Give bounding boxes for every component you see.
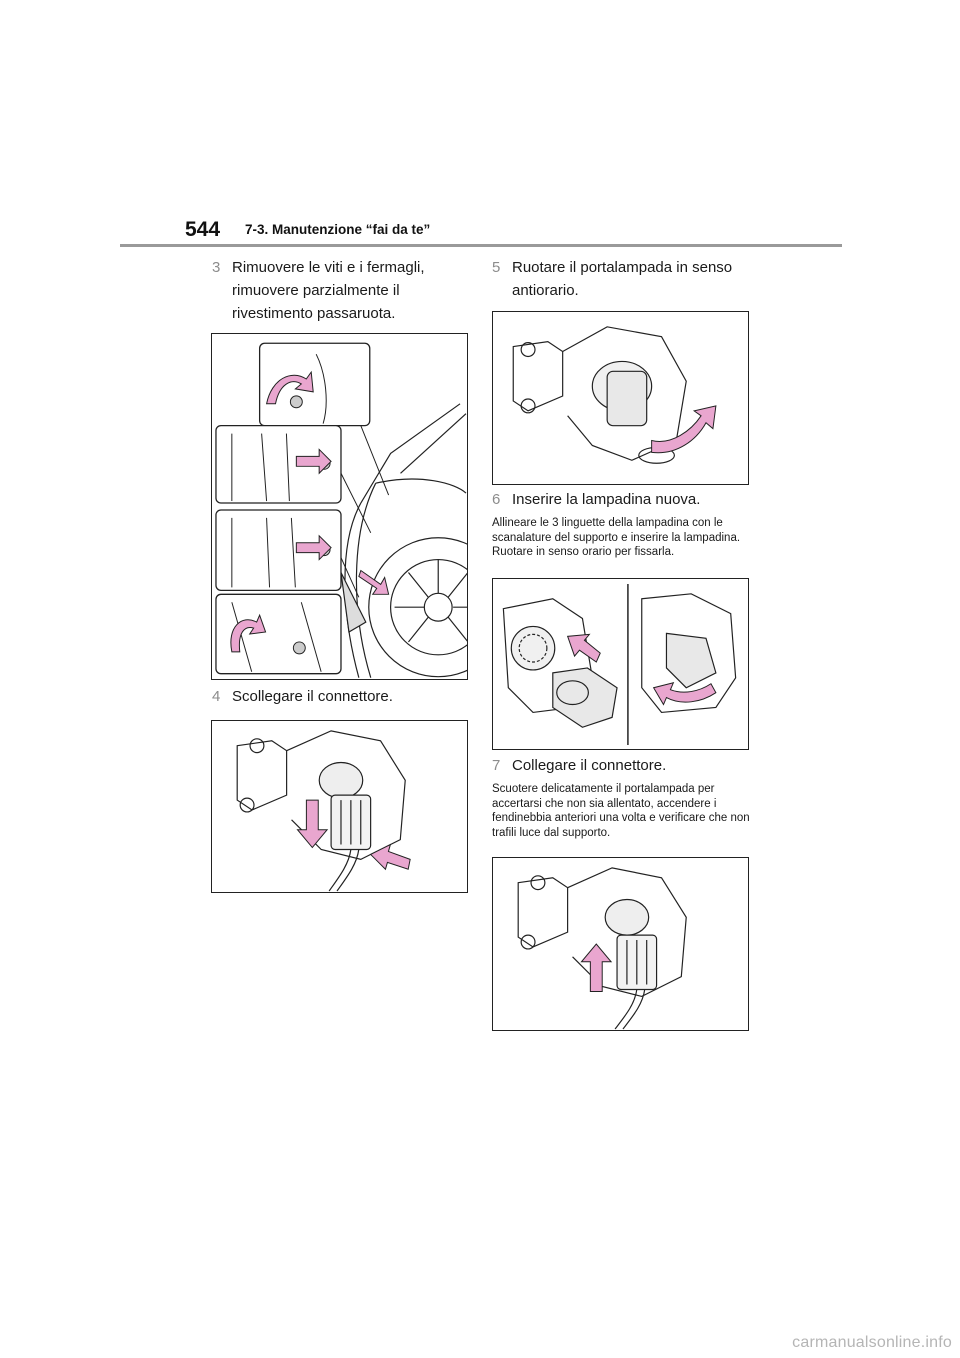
step-text: Rimuovere le viti e i fermagli, rimuover… [232, 259, 425, 322]
step-text: Ruotare il portalampada in senso antiora… [512, 259, 733, 299]
step-6: 6 Inserire la lampadina nuova. [492, 488, 742, 511]
step-number: 5 [492, 259, 501, 276]
step-number: 3 [212, 259, 221, 276]
figure-disconnect-connector [211, 720, 468, 893]
watermark: carmanualsonline.info [792, 1334, 952, 1351]
step-7: 7 Collegare il connettore. [492, 754, 742, 777]
page-number: 544 [185, 218, 221, 241]
step-number: 6 [492, 491, 501, 508]
step-4: 4 Scollegare il connettore. [212, 685, 474, 708]
header-rule [120, 244, 842, 247]
step-number: 7 [492, 757, 501, 774]
step-3: 3 Rimuovere le viti e i fermagli, rimuov… [212, 256, 474, 325]
section-title: 7-3. Manutenzione “fai da te” [245, 222, 431, 237]
step-text: Inserire la lampadina nuova. [512, 491, 701, 508]
step-7-note: Scuotere delicatamente il portalampada p… [492, 783, 750, 839]
step-number: 4 [212, 688, 221, 705]
step-6-note: Allineare le 3 linguette della lampadina… [492, 517, 741, 558]
step-text: Scollegare il connettore. [232, 688, 393, 705]
figure-wheel-liner [211, 333, 468, 680]
figure-insert-bulb [492, 578, 749, 750]
step-5: 5 Ruotare il portalampada in senso antio… [492, 256, 742, 302]
figure-rotate-bulb-holder [492, 311, 749, 485]
step-text: Collegare il connettore. [512, 757, 667, 774]
figure-connect-connector [492, 857, 749, 1031]
